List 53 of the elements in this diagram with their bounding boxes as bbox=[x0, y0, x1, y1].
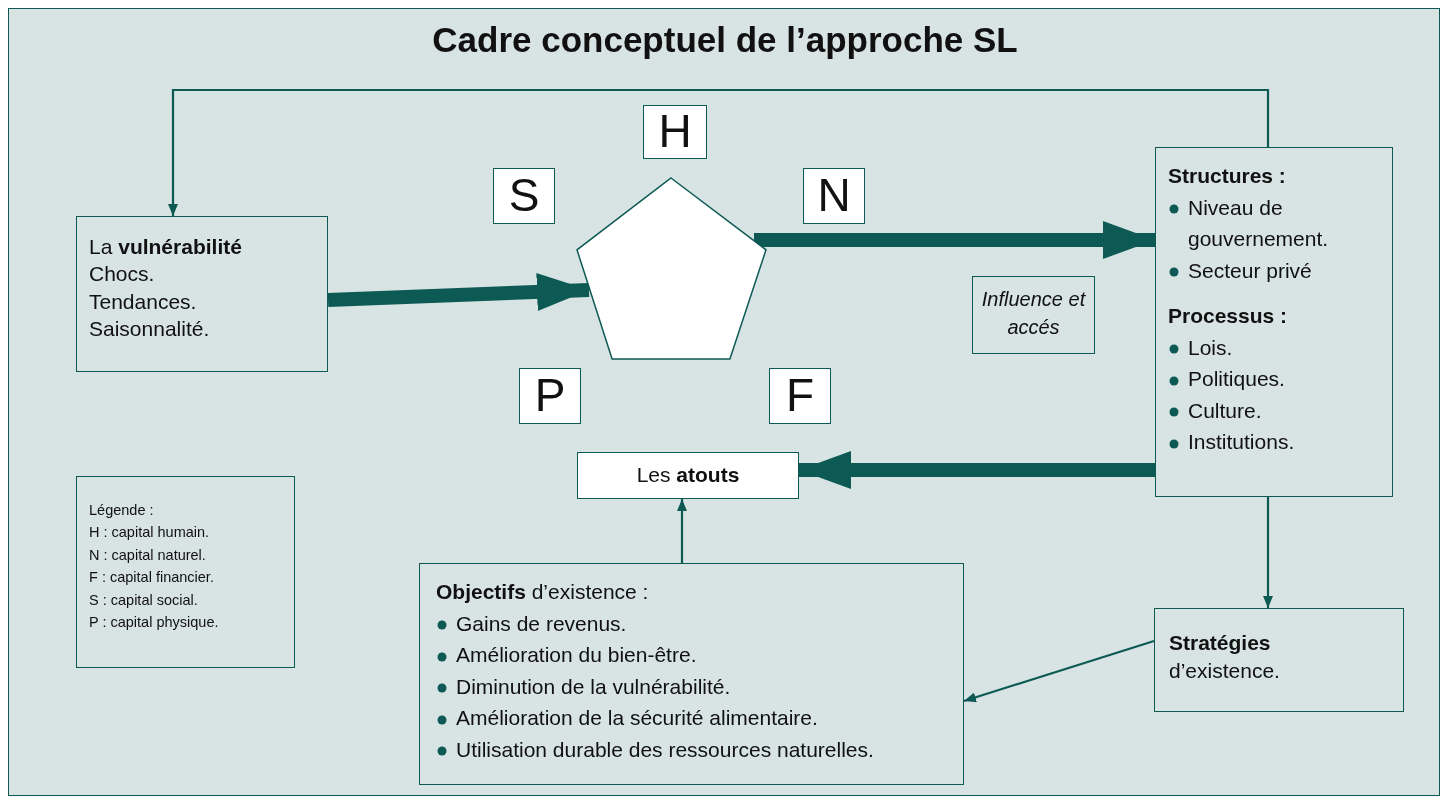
bullet-item: Politiques. bbox=[1188, 366, 1285, 392]
bullet-item: Secteur privé bbox=[1188, 257, 1312, 284]
arrow bbox=[963, 639, 1155, 703]
label-text: Les atouts bbox=[636, 462, 740, 488]
diagram-title: Cadre conceptuel de l’approche SL bbox=[431, 20, 1019, 60]
capital-letter: N bbox=[817, 169, 851, 222]
bullet-item: Niveau de gouvernement. bbox=[1188, 194, 1330, 252]
text-box bbox=[419, 563, 964, 785]
text-box bbox=[972, 276, 1095, 354]
letter-box bbox=[493, 168, 555, 224]
letter-box bbox=[769, 368, 831, 424]
label-text: N : capital naturel. bbox=[89, 545, 206, 565]
capital-letter: H bbox=[658, 106, 692, 157]
capital-letter: S bbox=[508, 169, 540, 222]
bullet-item: Amélioration de la sécurité alimentaire. bbox=[456, 705, 818, 731]
label-text: Tendances. bbox=[89, 288, 197, 315]
text-box bbox=[1154, 608, 1404, 712]
text-box bbox=[577, 452, 799, 499]
letter-box bbox=[643, 105, 707, 159]
arrow bbox=[677, 499, 687, 563]
bullet-item: Amélioration du bien-être. bbox=[456, 642, 697, 668]
label-text: Légende : bbox=[89, 501, 154, 520]
bullet-item: Lois. bbox=[1188, 334, 1233, 361]
arrow bbox=[1263, 497, 1273, 608]
label-text: P : capital physique. bbox=[89, 613, 219, 633]
label-text: La vulnérabilité bbox=[89, 234, 242, 260]
label-text: H : capital humain. bbox=[89, 523, 210, 543]
capital-letter: P bbox=[534, 369, 566, 422]
arrow bbox=[168, 88, 1270, 216]
bullet-item: Diminution de la vulnérabilité. bbox=[456, 673, 731, 700]
text-box bbox=[1155, 147, 1393, 497]
thick-arrow bbox=[799, 451, 1155, 489]
capital-letter: F bbox=[785, 369, 815, 422]
label-text: Chocs. bbox=[89, 261, 155, 288]
letter-box bbox=[519, 368, 581, 424]
thick-arrow bbox=[327, 273, 590, 311]
bullet-item: Utilisation durable des ressources naturelles. bbox=[456, 736, 874, 763]
thick-arrow bbox=[754, 221, 1155, 259]
label-text: Saisonnalité. bbox=[89, 315, 210, 342]
label-text: Influence et accés bbox=[980, 287, 1087, 340]
text-box bbox=[76, 216, 328, 372]
label-text: Objectifs d’existence : bbox=[436, 579, 649, 605]
pentagon-shape bbox=[576, 177, 768, 361]
legend-box bbox=[76, 476, 295, 668]
bullet-item: Gains de revenus. bbox=[456, 610, 627, 637]
label-text: F : capital financier. bbox=[89, 568, 214, 588]
section-heading: Processus : bbox=[1168, 303, 1288, 329]
section-heading: Structures : bbox=[1168, 163, 1286, 189]
label-text: Stratégies d’existence. bbox=[1169, 630, 1281, 685]
label-text: S : capital social. bbox=[89, 590, 198, 610]
letter-box bbox=[803, 168, 865, 224]
bullet-item: Culture. bbox=[1188, 397, 1262, 424]
bullet-item: Institutions. bbox=[1188, 429, 1295, 455]
